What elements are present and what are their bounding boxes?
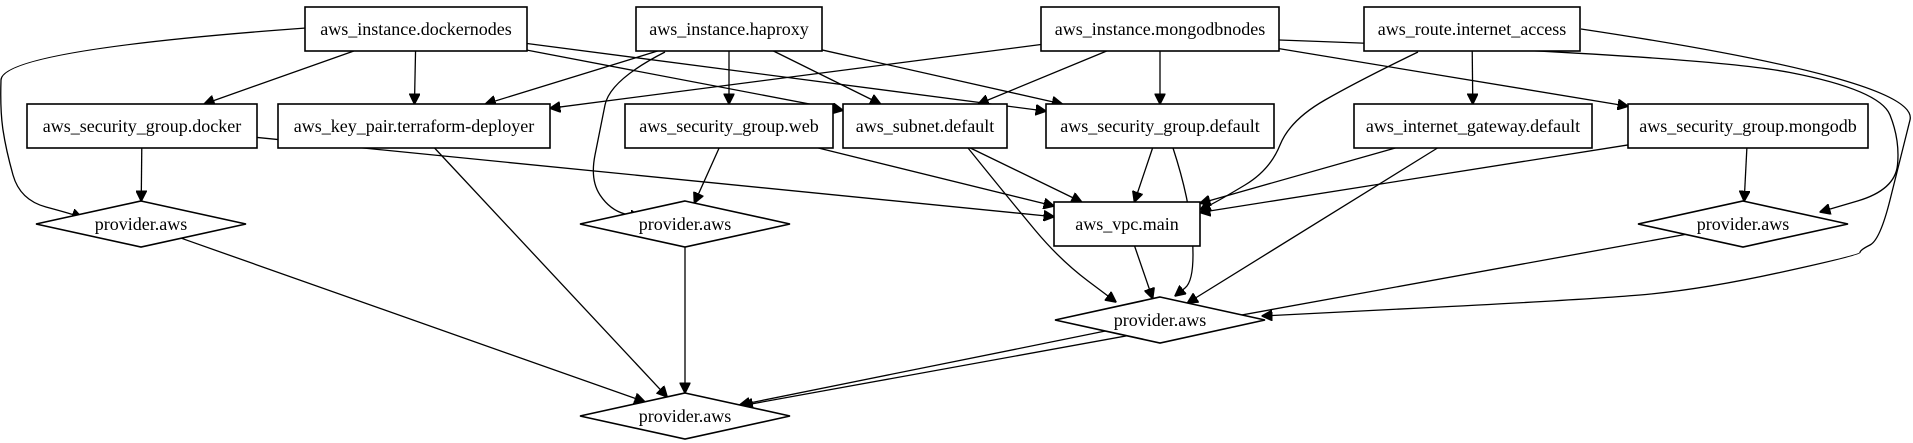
node-prov-mongodb: provider.aws: [1637, 200, 1849, 248]
edge-sg_default-to-vpc: [1134, 147, 1154, 202]
edge-subnet-to-vpc: [970, 147, 1081, 202]
box-shape: [1053, 201, 1201, 247]
node-key-pair: aws_key_pair.terraform-deployer: [277, 103, 551, 149]
edge-prov_mid-to-prov_root: [740, 330, 1106, 405]
node-prov-web: provider.aws: [579, 200, 791, 248]
node-prov-root: provider.aws: [579, 392, 791, 440]
node-sg-web: aws_security_group.web: [624, 103, 834, 149]
edge-vpc-to-prov_mid: [1133, 245, 1153, 299]
node-label: aws_security_group.web: [639, 116, 818, 136]
edge-haproxy-to-key_pair: [485, 50, 658, 104]
node-prov-docker: provider.aws: [35, 200, 247, 248]
node-vpc: aws_vpc.main: [1053, 201, 1201, 247]
edge-key_pair-to-prov_root: [434, 147, 668, 397]
node-label: aws_instance.dockernodes: [320, 19, 511, 39]
box-shape: [26, 103, 258, 149]
box-shape: [624, 103, 834, 149]
edge-sg_docker-to-prov_docker: [141, 147, 142, 201]
node-mongodbnodes: aws_instance.mongodbnodes: [1040, 6, 1280, 52]
edge-dockernodes-to-prov_docker: [0, 27, 307, 218]
edge-haproxy-to-subnet: [773, 50, 880, 104]
edge-mongodbnodes-to-sg_mongodb: [1278, 47, 1628, 107]
edge-mongodbnodes-to-subnet: [978, 50, 1107, 104]
edge-prov_docker-to-prov_root: [180, 237, 645, 402]
node-label: aws_key_pair.terraform-deployer: [294, 116, 534, 136]
box-shape: [1040, 6, 1280, 52]
edge-sg_mongodb-to-vpc: [1200, 144, 1629, 213]
diamond-shape: [1637, 200, 1849, 248]
box-shape: [304, 6, 528, 52]
edge-route-to-prov_mid: [1262, 28, 1911, 316]
node-sg-mongodb: aws_security_group.mongodb: [1627, 103, 1869, 149]
edge-dockernodes-to-subnet: [526, 49, 843, 110]
nodes-layer: aws_instance.dockernodes aws_instance.hap…: [26, 6, 1869, 440]
box-shape: [1363, 6, 1581, 52]
node-label: provider.aws: [1114, 310, 1206, 330]
node-subnet: aws_subnet.default: [842, 103, 1008, 149]
node-label: aws_instance.haproxy: [649, 19, 808, 39]
node-label: provider.aws: [1697, 214, 1789, 234]
edge-sg_docker-to-vpc: [256, 136, 1054, 216]
node-label: aws_subnet.default: [856, 116, 994, 136]
edge-route-to-vpc: [1200, 51, 1419, 210]
box-shape: [277, 103, 551, 149]
box-shape: [1353, 103, 1593, 149]
diamond-shape: [579, 200, 791, 248]
node-label: aws_security_group.default: [1060, 116, 1259, 136]
edge-igw-to-vpc: [1200, 147, 1396, 203]
box-shape: [635, 6, 823, 52]
edge-sg_mongodb-to-prov_mongodb: [1744, 147, 1747, 201]
node-label: provider.aws: [639, 214, 731, 234]
node-label: aws_route.internet_access: [1378, 19, 1566, 39]
diamond-shape: [579, 392, 791, 440]
node-label: aws_instance.mongodbnodes: [1055, 19, 1265, 39]
box-shape: [1627, 103, 1869, 149]
box-shape: [1045, 103, 1275, 149]
node-dockernodes: aws_instance.dockernodes: [304, 6, 528, 52]
edge-dockernodes-to-key_pair: [414, 50, 415, 104]
edge-sg_web-to-vpc: [818, 147, 1054, 206]
edge-sg_web-to-prov_web: [694, 147, 720, 203]
node-label: aws_internet_gateway.default: [1366, 116, 1580, 136]
edge-mongodbnodes-to-key_pair: [550, 43, 1042, 108]
edge-mongodbnodes-to-prov_mongodb: [1278, 39, 1899, 212]
node-route: aws_route.internet_access: [1363, 6, 1581, 52]
edge-route-to-igw: [1472, 50, 1473, 104]
edge-haproxy-to-prov_web: [592, 51, 666, 218]
edge-subnet-to-prov_mid: [967, 147, 1116, 302]
node-label: provider.aws: [639, 406, 731, 426]
node-igw: aws_internet_gateway.default: [1353, 103, 1593, 149]
diamond-shape: [35, 200, 247, 248]
node-sg-default: aws_security_group.default: [1045, 103, 1275, 149]
edges-layer: [0, 27, 1911, 406]
box-shape: [842, 103, 1008, 149]
node-label: aws_security_group.mongodb: [1639, 116, 1856, 136]
node-label: provider.aws: [95, 214, 187, 234]
edge-haproxy-to-sg_default: [821, 49, 1062, 104]
node-haproxy: aws_instance.haproxy: [635, 6, 823, 52]
node-sg-docker: aws_security_group.docker: [26, 103, 258, 149]
node-label: aws_security_group.docker: [43, 116, 241, 136]
diamond-shape: [1054, 296, 1266, 344]
edge-igw-to-prov_mid: [1187, 147, 1438, 303]
node-prov-mid: provider.aws: [1054, 296, 1266, 344]
node-label: aws_vpc.main: [1075, 214, 1178, 234]
edge-dockernodes-to-sg_docker: [204, 50, 355, 104]
